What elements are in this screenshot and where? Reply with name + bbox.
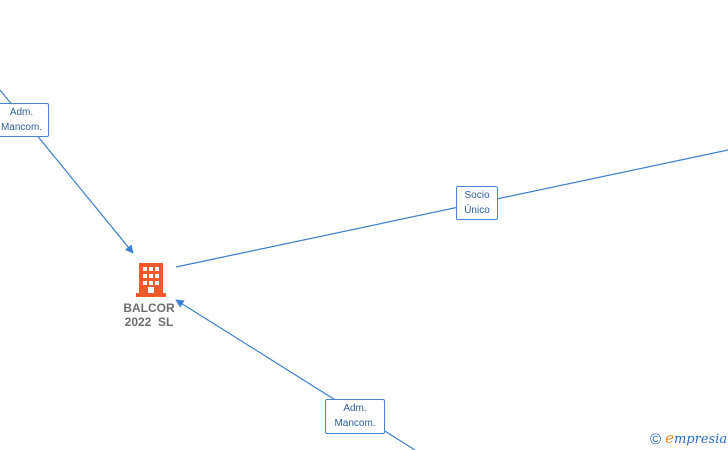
edge-label-adm-top[interactable]: Adm. Mancom. bbox=[0, 103, 49, 137]
building-icon[interactable] bbox=[136, 262, 166, 298]
empresia-watermark: ©empresia bbox=[650, 429, 727, 448]
copyright-symbol: © bbox=[650, 431, 662, 448]
company-name[interactable]: BALCOR 2022 SL bbox=[112, 301, 186, 329]
edge-label-line1: Adm. bbox=[9, 107, 34, 118]
edge-label-line1: Socio bbox=[464, 190, 490, 201]
edge-label-line2: Mancom. bbox=[0, 122, 43, 133]
empresia-logo-initial: e bbox=[665, 429, 674, 447]
company-name-line1: BALCOR bbox=[123, 301, 175, 315]
edge-label-socio[interactable]: Socio Único bbox=[456, 186, 498, 220]
edge-label-line1: Adm. bbox=[343, 403, 367, 414]
edge-label-line2: Mancom. bbox=[334, 418, 376, 429]
empresia-logo-text: mpresia bbox=[673, 432, 728, 447]
edge-label-line2: Único bbox=[464, 205, 490, 216]
edge-label-adm-bottom[interactable]: Adm. Mancom. bbox=[325, 399, 385, 434]
edge-line-socio bbox=[175, 149, 728, 268]
company-name-line2: 2022 SL bbox=[124, 315, 174, 329]
